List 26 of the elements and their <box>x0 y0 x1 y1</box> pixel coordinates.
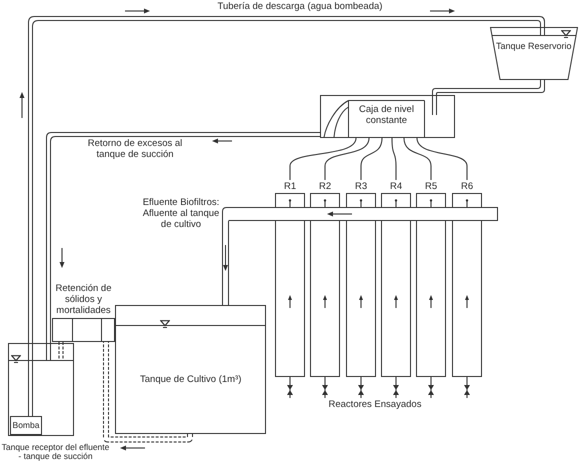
reactor-label: R1 <box>284 181 296 192</box>
feed-line <box>324 138 370 180</box>
box-heading: Retención de sólidos y mortalidades <box>54 283 112 316</box>
reactor-label: R2 <box>319 181 332 192</box>
pipe <box>58 342 64 360</box>
tank-label: Tanque Reservorio <box>496 41 572 52</box>
pipe <box>46 132 320 344</box>
edge-label: Retorno de excesos al tanque de succión <box>86 138 184 160</box>
pipe <box>103 342 193 442</box>
feed-line <box>404 138 432 180</box>
tank-label: Tanque receptor del efluente - tanque de succión <box>0 443 110 461</box>
edge-label: Efluente Biofiltros: Afluente al tanque de cultivo <box>142 197 220 230</box>
box-label: Caja de nivel constante <box>358 104 415 126</box>
pipe <box>432 80 545 96</box>
feed-line <box>416 138 468 180</box>
reactor-label: R4 <box>390 181 402 192</box>
tank-label: Tanque de Cultivo (1m³) <box>140 374 242 385</box>
group-label: Reactores Ensayados <box>328 399 422 410</box>
pipe <box>222 220 229 306</box>
reactor-label: R5 <box>425 181 438 192</box>
feed-line <box>290 138 356 180</box>
pump-box: Bomba <box>10 416 42 435</box>
reactor-label: R6 <box>461 181 474 192</box>
feed-line <box>392 138 396 180</box>
feed-line <box>360 138 382 180</box>
reactor-label: R3 <box>355 181 368 192</box>
